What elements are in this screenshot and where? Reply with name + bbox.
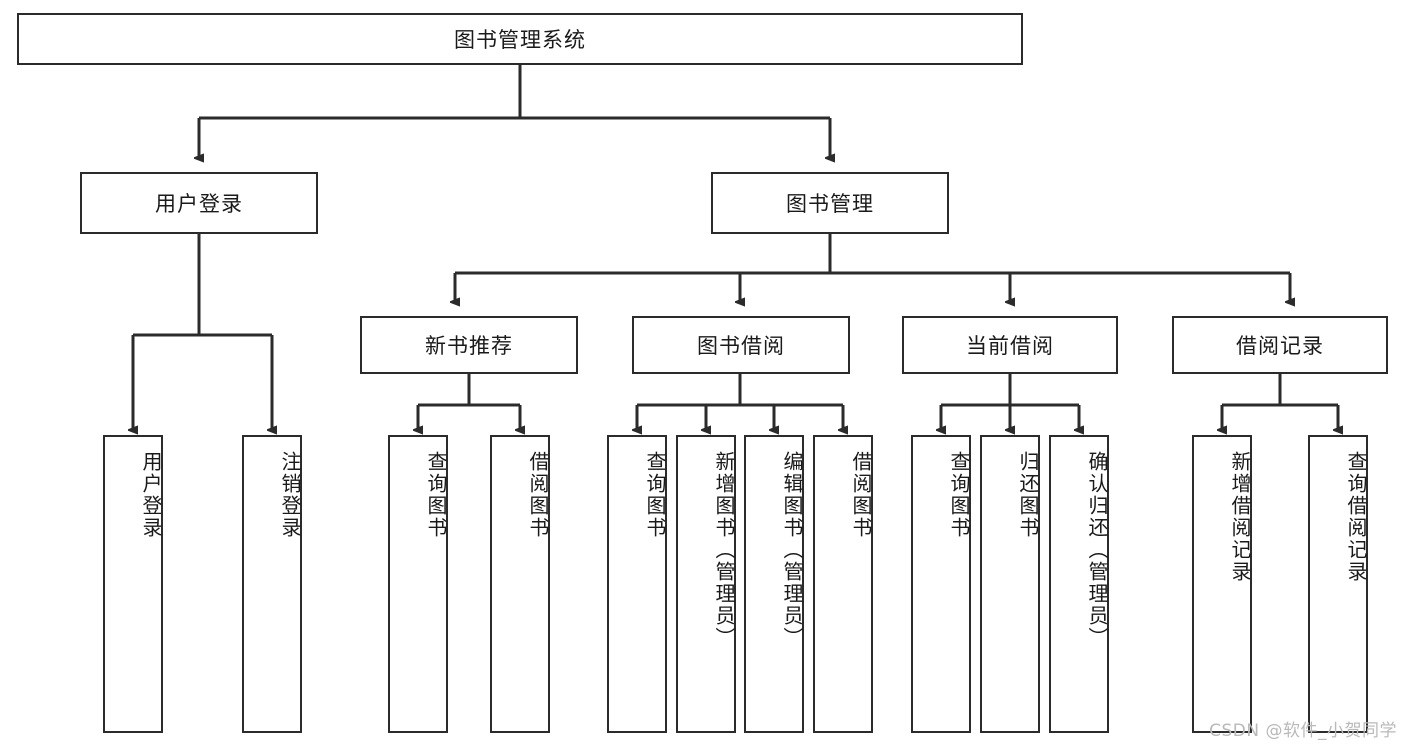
watermark-text: CSDN @软件_小贺同学 xyxy=(1209,721,1397,741)
node-label: 图书借阅 xyxy=(697,334,785,358)
node-label: 新书推荐 xyxy=(425,334,513,358)
node-label: 确认归还（管理员） xyxy=(1085,451,1109,649)
leaf-edit-book-admin[interactable]: 编辑图书（管理员） xyxy=(744,435,804,733)
node-borrow-record[interactable]: 借阅记录 xyxy=(1172,316,1388,374)
leaf-query-borrow-record[interactable]: 查询借阅记录 xyxy=(1308,435,1368,733)
leaf-user-login[interactable]: 用户登录 xyxy=(103,435,163,733)
node-label: 用户登录 xyxy=(155,192,243,216)
node-new-book-recommend[interactable]: 新书推荐 xyxy=(360,316,578,374)
leaf-query-book-newbook[interactable]: 查询图书 xyxy=(388,435,448,733)
node-root-system[interactable]: 图书管理系统 xyxy=(17,13,1023,65)
leaf-borrow-book-newbook[interactable]: 借阅图书 xyxy=(490,435,550,733)
node-label: 新增图书（管理员） xyxy=(712,451,736,649)
node-label: 图书管理 xyxy=(786,192,874,216)
node-book-management[interactable]: 图书管理 xyxy=(711,172,949,234)
node-label: 查询借阅记录 xyxy=(1344,451,1368,583)
leaf-query-book-current[interactable]: 查询图书 xyxy=(911,435,971,733)
node-label: 查询图书 xyxy=(424,451,448,539)
node-current-borrow[interactable]: 当前借阅 xyxy=(902,316,1118,374)
node-label: 借阅图书 xyxy=(526,451,550,539)
node-book-borrow[interactable]: 图书借阅 xyxy=(632,316,850,374)
node-label: 当前借阅 xyxy=(966,334,1054,358)
node-label: 注销登录 xyxy=(278,451,302,539)
node-label: 新增借阅记录 xyxy=(1228,451,1252,583)
leaf-logout[interactable]: 注销登录 xyxy=(242,435,302,733)
node-label: 借阅图书 xyxy=(849,451,873,539)
node-label: 图书管理系统 xyxy=(454,28,586,52)
node-label: 用户登录 xyxy=(139,451,163,539)
node-label: 借阅记录 xyxy=(1236,334,1324,358)
leaf-add-book-admin[interactable]: 新增图书（管理员） xyxy=(676,435,736,733)
leaf-confirm-return-admin[interactable]: 确认归还（管理员） xyxy=(1049,435,1109,733)
node-label: 查询图书 xyxy=(947,451,971,539)
leaf-query-book-borrow[interactable]: 查询图书 xyxy=(607,435,667,733)
leaf-add-borrow-record[interactable]: 新增借阅记录 xyxy=(1192,435,1252,733)
leaf-borrow-book[interactable]: 借阅图书 xyxy=(813,435,873,733)
node-user-login[interactable]: 用户登录 xyxy=(80,172,318,234)
leaf-return-book[interactable]: 归还图书 xyxy=(980,435,1040,733)
node-label: 归还图书 xyxy=(1016,451,1040,539)
node-label: 编辑图书（管理员） xyxy=(780,451,804,649)
node-label: 查询图书 xyxy=(643,451,667,539)
